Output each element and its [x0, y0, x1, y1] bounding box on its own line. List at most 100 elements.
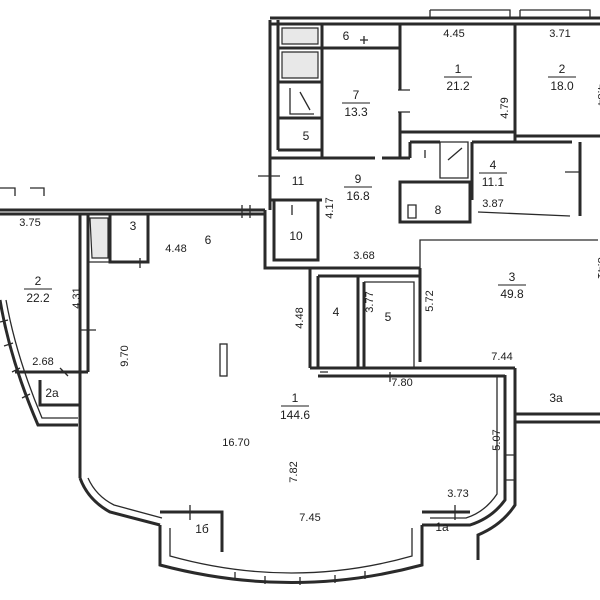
- dimension-label: 4.17: [324, 197, 336, 218]
- wall-room1-right: [476, 368, 517, 560]
- dimension-label: 3.71: [549, 28, 570, 40]
- room-label-ru7: 713.3: [342, 88, 370, 119]
- room-label-ru1: 121.2: [444, 62, 472, 93]
- dimension-label: 3.77: [364, 291, 376, 312]
- closet-room9: [439, 141, 469, 179]
- dimension-label: 4.31: [71, 287, 83, 308]
- wall-room1-bay-inner: [87, 477, 163, 519]
- dimension-label: 9.70: [119, 345, 131, 366]
- room-label-r3: 3: [130, 219, 137, 233]
- wall-room1-right-bay: [422, 375, 507, 527]
- room-number: 8: [435, 203, 442, 217]
- dimension-label: 2.68: [32, 356, 53, 368]
- wall-room1b: [160, 510, 224, 552]
- room-label-r10: 10: [289, 229, 303, 243]
- dimension-label: 4.79: [499, 97, 511, 118]
- room-number: 6: [343, 29, 350, 43]
- room-label-ru9: 916.8: [344, 172, 372, 203]
- room-number: 3: [130, 219, 137, 233]
- room-number: 5: [385, 310, 392, 324]
- room-label-r1a: 1а: [435, 520, 449, 534]
- dimension-label: 16.70: [222, 437, 250, 449]
- room-number: 2: [35, 274, 42, 288]
- wall-room4-upper-bottom: [477, 211, 571, 217]
- dimension-label: 3.68: [353, 250, 374, 262]
- wall-room10: [272, 200, 320, 262]
- wall-closets: [278, 46, 322, 152]
- room-area: 22.2: [26, 291, 50, 305]
- dimension-labels: 3.75 4.31 2.68 4.48 9.70 16.70 7.82 7.45 4.48 3.7…: [19, 28, 600, 524]
- room-label-ru3: 349.8: [498, 270, 526, 301]
- room-label-ru8: 8: [435, 203, 442, 217]
- wall-bottom-arc-inner: [169, 528, 413, 574]
- wall-room4-upper: [470, 140, 582, 216]
- room-label-ru6: 6: [343, 29, 350, 43]
- room-area: 144.6: [280, 408, 310, 422]
- room-number: 1: [455, 62, 462, 76]
- wall-room1-bottom-left-bay: [78, 477, 161, 527]
- room-number: 10: [289, 229, 303, 243]
- room-label-r1b: 1б: [195, 522, 209, 536]
- room-number: 4: [333, 305, 340, 319]
- wall-bottom-arc-window: [234, 571, 366, 585]
- room-number: 9: [355, 172, 362, 186]
- wall-room2-bay-inner: [5, 299, 78, 419]
- room-label-ru4: 411.1: [479, 158, 507, 189]
- room-label-r1: 1 144.6: [280, 391, 310, 422]
- dimension-label: 7.45: [299, 512, 320, 524]
- closet-hatch-left: [89, 217, 109, 259]
- room-number: 11: [292, 174, 305, 188]
- dimension-label: 8.41: [595, 257, 600, 278]
- room-number: 7: [353, 88, 360, 102]
- wall-room4-left: [308, 268, 320, 368]
- room-area: 18.0: [550, 79, 574, 93]
- room-area: 49.8: [500, 287, 524, 301]
- wall-room5-box: [364, 281, 415, 368]
- room-label-r11: 11: [292, 174, 305, 188]
- room-number: 3а: [549, 391, 563, 405]
- wall-room11: [270, 156, 322, 202]
- closet-hatch-3: [289, 88, 314, 115]
- dimension-label: 4.84: [595, 84, 600, 105]
- wall-room8-detail: [407, 204, 417, 219]
- wall-room2-bay: [0, 299, 78, 427]
- dimension-label: 3.75: [19, 217, 40, 229]
- room-label-r6: 6: [205, 233, 212, 247]
- wall-top-window: [429, 9, 591, 18]
- wall-room1-right-bay-inner: [430, 375, 498, 519]
- dimension-label: 4.45: [443, 28, 464, 40]
- dimension-label: 7.82: [288, 461, 300, 482]
- dimension-label: 4.48: [165, 243, 186, 255]
- room-number: 5: [303, 129, 310, 143]
- wall-room2-bay-window: [0, 319, 31, 399]
- room-area: 16.8: [346, 189, 370, 203]
- wall-room1-right-window: [505, 454, 515, 481]
- dimension-label: 4.48: [294, 307, 306, 328]
- door-marks: [59, 205, 456, 520]
- dimension-label: 5.07: [491, 429, 503, 450]
- room-label-ru5: 5: [303, 129, 310, 143]
- room-label-r5: 5: [385, 310, 392, 324]
- room-label-r2a: 2а: [45, 386, 59, 400]
- dimension-label: 7.44: [491, 351, 512, 363]
- dimension-label: 7.80: [391, 377, 412, 389]
- room-number: 1: [292, 391, 299, 405]
- wall-balcony-3a: [515, 412, 600, 424]
- dimension-label: 3.73: [447, 488, 468, 500]
- wall-room8: [398, 180, 472, 224]
- room-number: 2: [559, 62, 566, 76]
- room-number: 1б: [195, 522, 209, 536]
- wall-service-outer: [263, 210, 310, 270]
- room-number: 1а: [435, 520, 449, 534]
- room-area: 21.2: [446, 79, 470, 93]
- column-room1: [219, 343, 228, 377]
- room-label-r4: 4: [333, 305, 340, 319]
- room-label-ru2: 218.0: [548, 62, 576, 93]
- wall-room2a: [15, 370, 88, 407]
- dimension-label: 3.87: [482, 198, 503, 210]
- dimension-label: 5.72: [424, 290, 436, 311]
- room-number: 4: [490, 158, 497, 172]
- wall-room3-box: [108, 214, 150, 264]
- wall-top-main: [270, 16, 600, 26]
